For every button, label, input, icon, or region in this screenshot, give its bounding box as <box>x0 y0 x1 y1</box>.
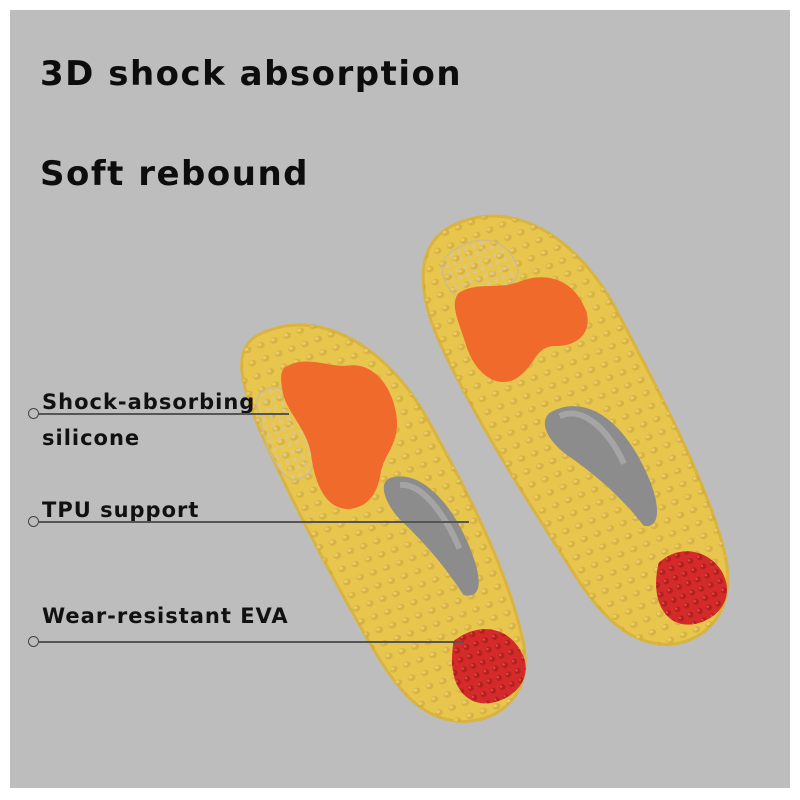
callout-label-line2: silicone <box>42 426 141 450</box>
callout-leader-line <box>39 641 464 643</box>
headline-soft-rebound: Soft rebound <box>40 154 309 194</box>
insoles-photo <box>240 214 730 723</box>
callout-wear-resistant-eva: Wear-resistant EVA <box>28 598 464 647</box>
product-image-frame: 3D shock absorption Soft rebound Shock-a… <box>10 10 790 788</box>
callout-label: Wear-resistant EVA <box>42 604 289 628</box>
callout-label: Shock-absorbing <box>42 390 256 414</box>
callout-dot-icon <box>28 408 39 419</box>
callout-dot-icon <box>28 516 39 527</box>
callout-shock-absorbing-silicone: Shock-absorbing silicone <box>28 384 289 456</box>
callout-leader-line <box>39 521 469 523</box>
callout-tpu-support: TPU support <box>28 492 469 528</box>
callout-label: TPU support <box>42 498 200 522</box>
right-insole <box>421 214 730 647</box>
callout-leader-line <box>39 413 289 415</box>
callout-dot-icon <box>28 636 39 647</box>
headline-3d-shock-absorption: 3D shock absorption <box>40 54 463 94</box>
left-insole <box>240 323 527 723</box>
